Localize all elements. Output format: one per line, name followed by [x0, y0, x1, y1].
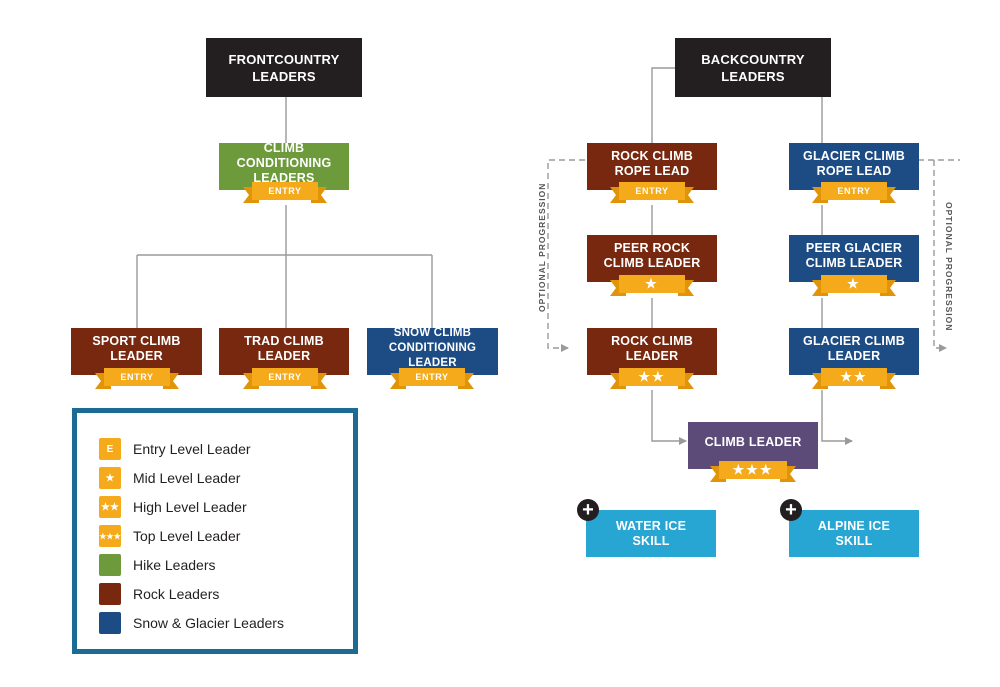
mid-level-ribbon: ★ — [812, 275, 896, 296]
plus-icon: + — [577, 499, 599, 521]
legend-item-entry: E Entry Level Leader — [99, 437, 251, 461]
entry-ribbon: ENTRY — [243, 182, 327, 203]
legend-label: Top Level Leader — [133, 528, 241, 544]
three-star-swatch: ★★★ — [99, 525, 121, 547]
legend-item-top: ★★★ Top Level Leader — [99, 524, 240, 548]
optional-progression-label-right: OPTIONAL PROGRESSION — [944, 202, 954, 332]
hike-swatch — [99, 554, 121, 576]
mid-level-ribbon: ★ — [610, 275, 694, 296]
legend-item-snow: Snow & Glacier Leaders — [99, 611, 284, 635]
legend-label: High Level Leader — [133, 499, 247, 515]
two-star-swatch: ★★ — [99, 496, 121, 518]
entry-ribbon: ENTRY — [390, 368, 474, 389]
legend-label: Snow & Glacier Leaders — [133, 615, 284, 631]
one-star-swatch: ★ — [99, 467, 121, 489]
top-level-ribbon: ★★★ — [710, 461, 796, 482]
optional-progression-label-left: OPTIONAL PROGRESSION — [537, 182, 547, 312]
legend-label: Entry Level Leader — [133, 441, 251, 457]
rock-swatch — [99, 583, 121, 605]
legend-label: Hike Leaders — [133, 557, 216, 573]
legend-item-mid: ★ Mid Level Leader — [99, 466, 240, 490]
entry-ribbon: ENTRY — [812, 182, 896, 203]
entry-swatch: E — [99, 438, 121, 460]
legend-item-rock: Rock Leaders — [99, 582, 219, 606]
entry-ribbon: ENTRY — [610, 182, 694, 203]
entry-ribbon: ENTRY — [95, 368, 179, 389]
high-level-ribbon: ★★ — [812, 368, 896, 389]
legend-label: Mid Level Leader — [133, 470, 241, 486]
plus-icon: + — [780, 499, 802, 521]
entry-ribbon: ENTRY — [243, 368, 327, 389]
high-level-ribbon: ★★ — [610, 368, 694, 389]
snow-swatch — [99, 612, 121, 634]
legend-label: Rock Leaders — [133, 586, 220, 602]
legend-item-hike: Hike Leaders — [99, 553, 216, 577]
legend-item-high: ★★ High Level Leader — [99, 495, 247, 519]
legend: E Entry Level Leader ★ Mid Level Leader … — [72, 408, 358, 654]
